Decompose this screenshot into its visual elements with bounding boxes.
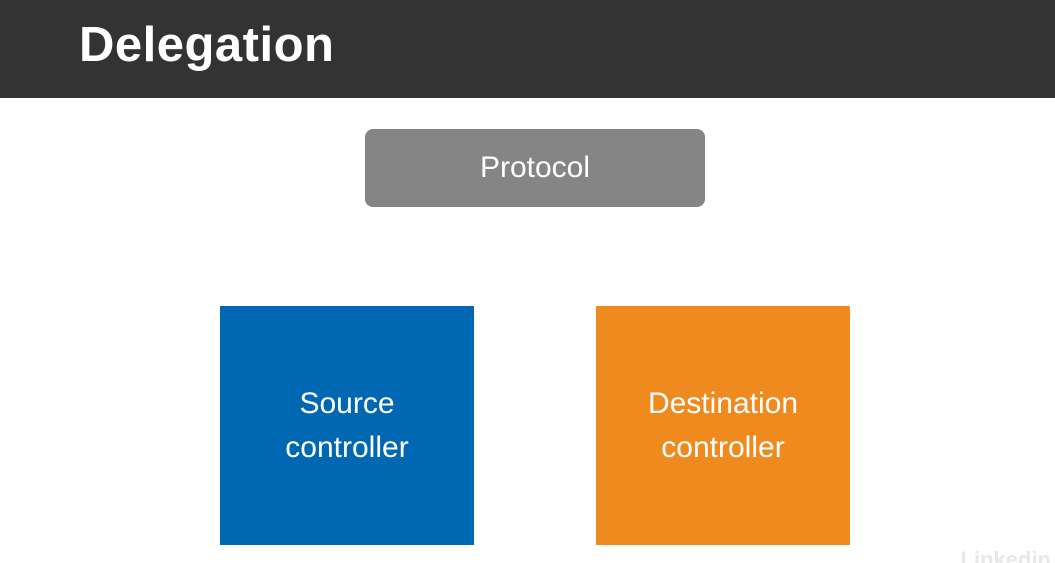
title-bar: Delegation xyxy=(0,0,1055,98)
protocol-box: Protocol xyxy=(365,129,705,207)
source-controller-label-line1: Source xyxy=(299,386,395,420)
destination-controller-box: Destination controller xyxy=(596,306,850,545)
destination-controller-label-line2: controller xyxy=(661,430,785,464)
destination-controller-label-line1: Destination xyxy=(647,386,799,420)
destination-controller-label: Destination controller xyxy=(648,382,798,470)
linkedin-watermark-logo: Linkedin xyxy=(960,547,1051,563)
protocol-label: Protocol xyxy=(479,151,591,184)
source-controller-label-line2: controller xyxy=(285,430,409,464)
slide-title: Delegation xyxy=(79,18,335,72)
source-controller-label: Source controller xyxy=(285,382,408,470)
source-controller-box: Source controller xyxy=(220,306,474,545)
